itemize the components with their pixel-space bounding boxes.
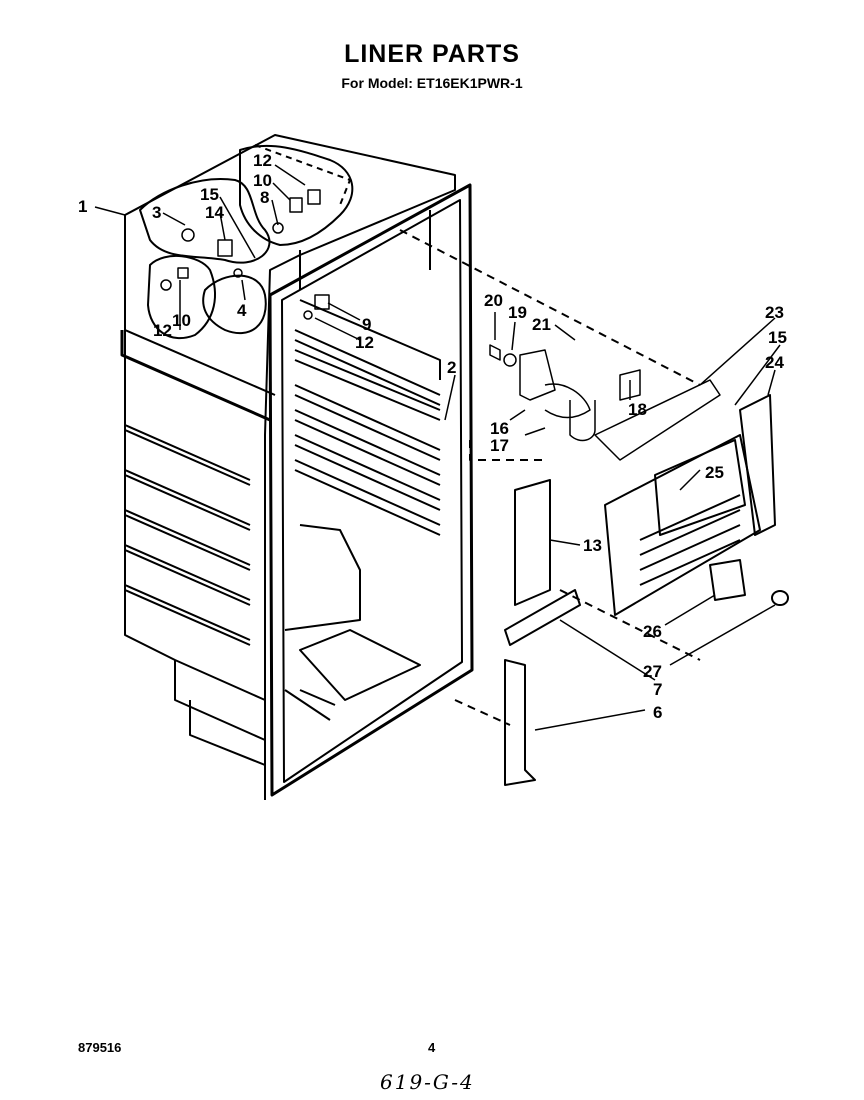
callout-21: 21 [532,315,551,334]
document-number: 879516 [78,1040,122,1055]
callout-16: 16 [490,419,509,438]
cutaway-center [202,274,267,335]
handwritten-note: 619-G-4 [380,1070,475,1094]
callout-8: 8 [260,188,269,207]
callout-1: 1 [78,197,87,216]
callout-12-center: 12 [355,333,374,352]
callout-13: 13 [583,536,602,555]
callout-24: 24 [765,353,784,372]
cutaway-left-top [139,178,271,264]
rear-panel-dashed-outline [399,229,701,726]
fan-damper-assembly [489,344,721,461]
callout-10-top: 10 [253,171,272,190]
callout-12-left: 12 [153,321,172,340]
shelf-rails [284,329,441,721]
rear-control-panel [604,394,789,616]
callout-4: 4 [237,301,247,320]
callout-6: 6 [653,703,662,722]
cutaway-top-right [239,144,354,246]
callout-26: 26 [643,622,662,641]
freezer-hardware [160,189,330,320]
callout-27: 27 [643,662,662,681]
callout-14: 14 [205,203,224,222]
callout-15-right: 15 [768,328,787,347]
callout-10-left: 10 [172,311,191,330]
callout-17: 17 [490,436,509,455]
inner-liner-frame [268,183,474,797]
page-title: LINER PARTS [344,40,520,68]
callout-labels: 1 3 15 14 12 10 8 12 10 4 9 12 2 20 19 2… [78,151,787,722]
callout-2: 2 [447,358,456,377]
cutaway-left-lower [147,254,216,340]
callout-7: 7 [653,680,662,699]
outer-liner-shell [120,134,456,800]
callout-25: 25 [705,463,724,482]
callout-23: 23 [765,303,784,322]
callout-18: 18 [628,400,647,419]
callout-3: 3 [152,203,161,222]
callout-9: 9 [362,315,371,334]
callout-19: 19 [508,303,527,322]
callout-15-left: 15 [200,185,219,204]
page-number: 4 [428,1040,436,1055]
callout-leader-lines [94,164,781,731]
callout-20: 20 [484,291,503,310]
callout-12-top: 12 [253,151,272,170]
cover-panels [504,479,581,786]
model-subtitle: For Model: ET16EK1PWR-1 [341,75,523,91]
